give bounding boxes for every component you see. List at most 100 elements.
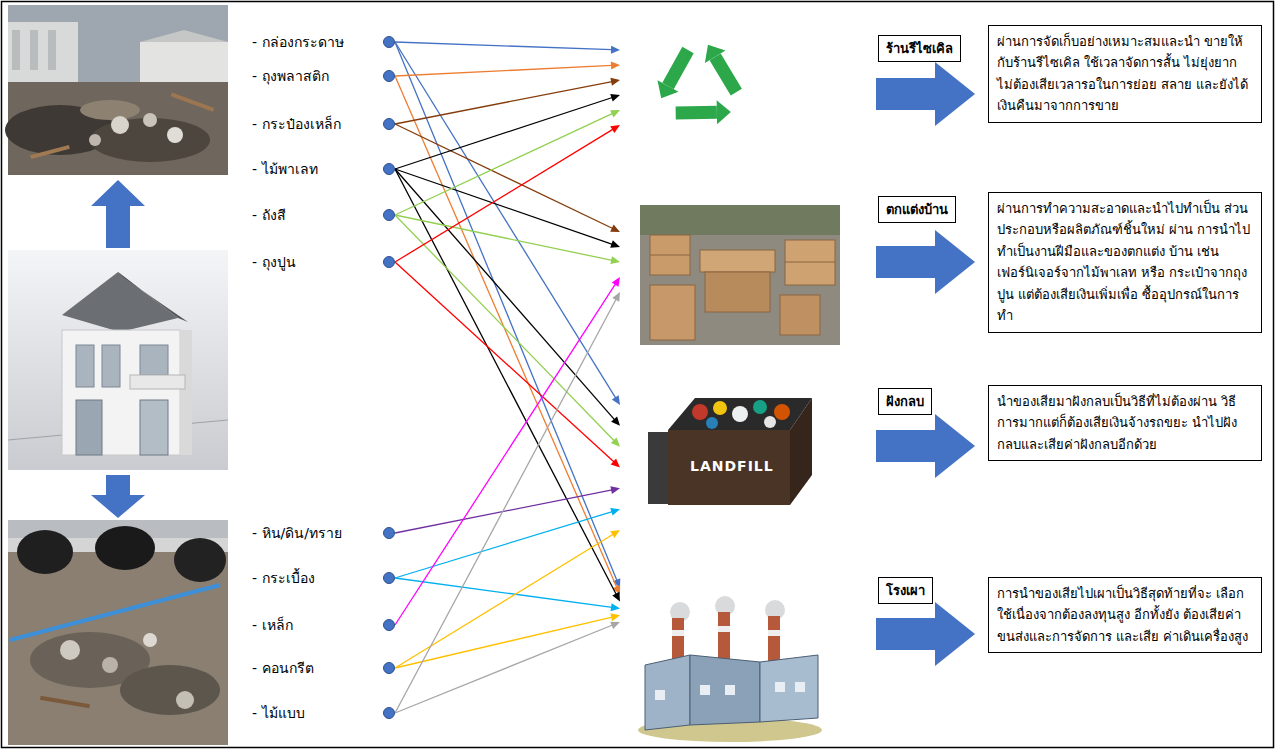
option-heading: โรงเผา: [878, 577, 933, 604]
item-label: - คอนกรีต: [252, 657, 314, 679]
arrow-down: [91, 475, 145, 518]
connector: [395, 78, 620, 124]
connector-line: [395, 215, 614, 441]
disposal-option: ฝังกลบ นำของเสียมาฝังกลบเป็นวิธีที่ไม่ต้อ…: [620, 370, 1268, 540]
waste-item: - ถุงพลาสติก: [252, 64, 395, 88]
connector: [395, 215, 620, 447]
arrowhead: [611, 61, 620, 69]
disposal-option: ร้านรีไซเคิล ผ่านการจัดเก็บอย่างเหมาะสมแล…: [620, 5, 1268, 175]
connector-dot: [383, 619, 395, 631]
item-label: - กล่องกระดาษ: [252, 31, 344, 53]
option-description: ผ่านการจัดเก็บอย่างเหมาะสมและนำ ขายให้กั…: [988, 25, 1262, 123]
item-label: - เหล็ก: [252, 614, 293, 636]
arrowhead: [610, 486, 620, 494]
arrowhead: [611, 603, 620, 611]
arrowhead: [610, 94, 620, 102]
connector: [395, 125, 620, 262]
arrowhead: [610, 508, 620, 516]
connector: [395, 94, 620, 169]
arrowhead: [611, 458, 620, 467]
connector: [395, 262, 620, 468]
block-arrow: [876, 62, 975, 126]
icon-label: LANDFILL: [690, 458, 774, 474]
option-heading: ฝังกลบ: [878, 388, 932, 415]
waste-item: - คอนกรีต: [252, 656, 395, 680]
connector-dot: [383, 36, 395, 48]
connector: [395, 42, 620, 588]
connector: [395, 42, 620, 54]
house-illustration: [8, 250, 228, 470]
block-arrow: [876, 414, 975, 478]
landfill-box: [648, 398, 812, 505]
connector-dot: [383, 70, 395, 82]
connector-dot: [383, 209, 395, 221]
waste-item: - กล่องกระดาษ: [252, 30, 395, 54]
connector: [395, 110, 620, 215]
connector: [395, 169, 620, 426]
arrowhead: [612, 277, 620, 287]
connector-dot: [383, 118, 395, 130]
connector-line: [395, 42, 616, 398]
waste-item: - ไม้แบบ: [252, 701, 395, 725]
waste-item: - ถังสี: [252, 203, 395, 227]
connector: [395, 169, 620, 602]
connector: [395, 508, 620, 578]
connector-line: [395, 113, 613, 215]
connector: [395, 613, 620, 668]
arrowhead: [611, 437, 620, 446]
arrowhead: [610, 110, 620, 117]
connector: [395, 124, 620, 232]
option-description: นำของเสียมาฝังกลบเป็นวิธีที่ไม่ต้องผ่าน …: [988, 385, 1262, 461]
connector: [395, 292, 620, 713]
item-label: - กระป๋องเหล็ก: [252, 113, 341, 135]
furniture-photo: [640, 205, 840, 345]
waste-item: - กระเบื้อง: [252, 566, 395, 590]
connector-line: [395, 625, 613, 713]
connector-line: [395, 42, 612, 50]
disposal-option: ตกแต่งบ้านผ่านการทำความสะอาดและนำไปทำเป็…: [620, 182, 1268, 354]
arrowhead: [612, 592, 620, 602]
connector-line: [395, 534, 613, 668]
connector-line: [395, 284, 616, 625]
connector-line: [395, 578, 612, 607]
item-label: - ไม้พาเลท: [252, 158, 318, 180]
connector-dot: [383, 707, 395, 719]
arrowhead: [612, 395, 620, 405]
waste-photo-bottom: [8, 520, 228, 745]
connector-line: [395, 490, 612, 533]
block-arrow: [876, 230, 975, 294]
connector: [395, 530, 620, 668]
connector-dot: [383, 256, 395, 268]
connector: [395, 76, 620, 595]
connector: [395, 61, 620, 76]
item-label: - ถุงปูน: [252, 251, 296, 273]
option-heading: ร้านรีไซเคิล: [878, 35, 961, 62]
connector: [395, 578, 620, 611]
connector: [395, 486, 620, 533]
connector-dot: [383, 572, 395, 584]
factory-illustration: [638, 596, 822, 742]
arrowhead: [610, 78, 620, 86]
connector: [395, 215, 620, 264]
connector-line: [395, 169, 615, 420]
recycle-symbol: [658, 42, 752, 140]
waste-item: - ไม้พาเลท: [252, 157, 395, 181]
connector-line: [395, 129, 613, 262]
connector-line: [395, 169, 616, 595]
waste-photo-top: [5, 5, 228, 175]
item-label: - กระเบื้อง: [252, 567, 315, 589]
waste-item: - กระป๋องเหล็ก: [252, 112, 395, 136]
connector-line: [395, 299, 616, 713]
item-label: - หิน/ดิน/ทราย: [252, 522, 342, 544]
connector-line: [395, 82, 612, 124]
arrowhead: [612, 292, 620, 302]
arrowhead: [611, 46, 620, 54]
connector-line: [395, 262, 614, 462]
waste-item: - เหล็ก: [252, 613, 395, 637]
connector-line: [395, 215, 612, 260]
item-label: - ไม้แบบ: [252, 702, 305, 724]
connector: [395, 277, 620, 625]
